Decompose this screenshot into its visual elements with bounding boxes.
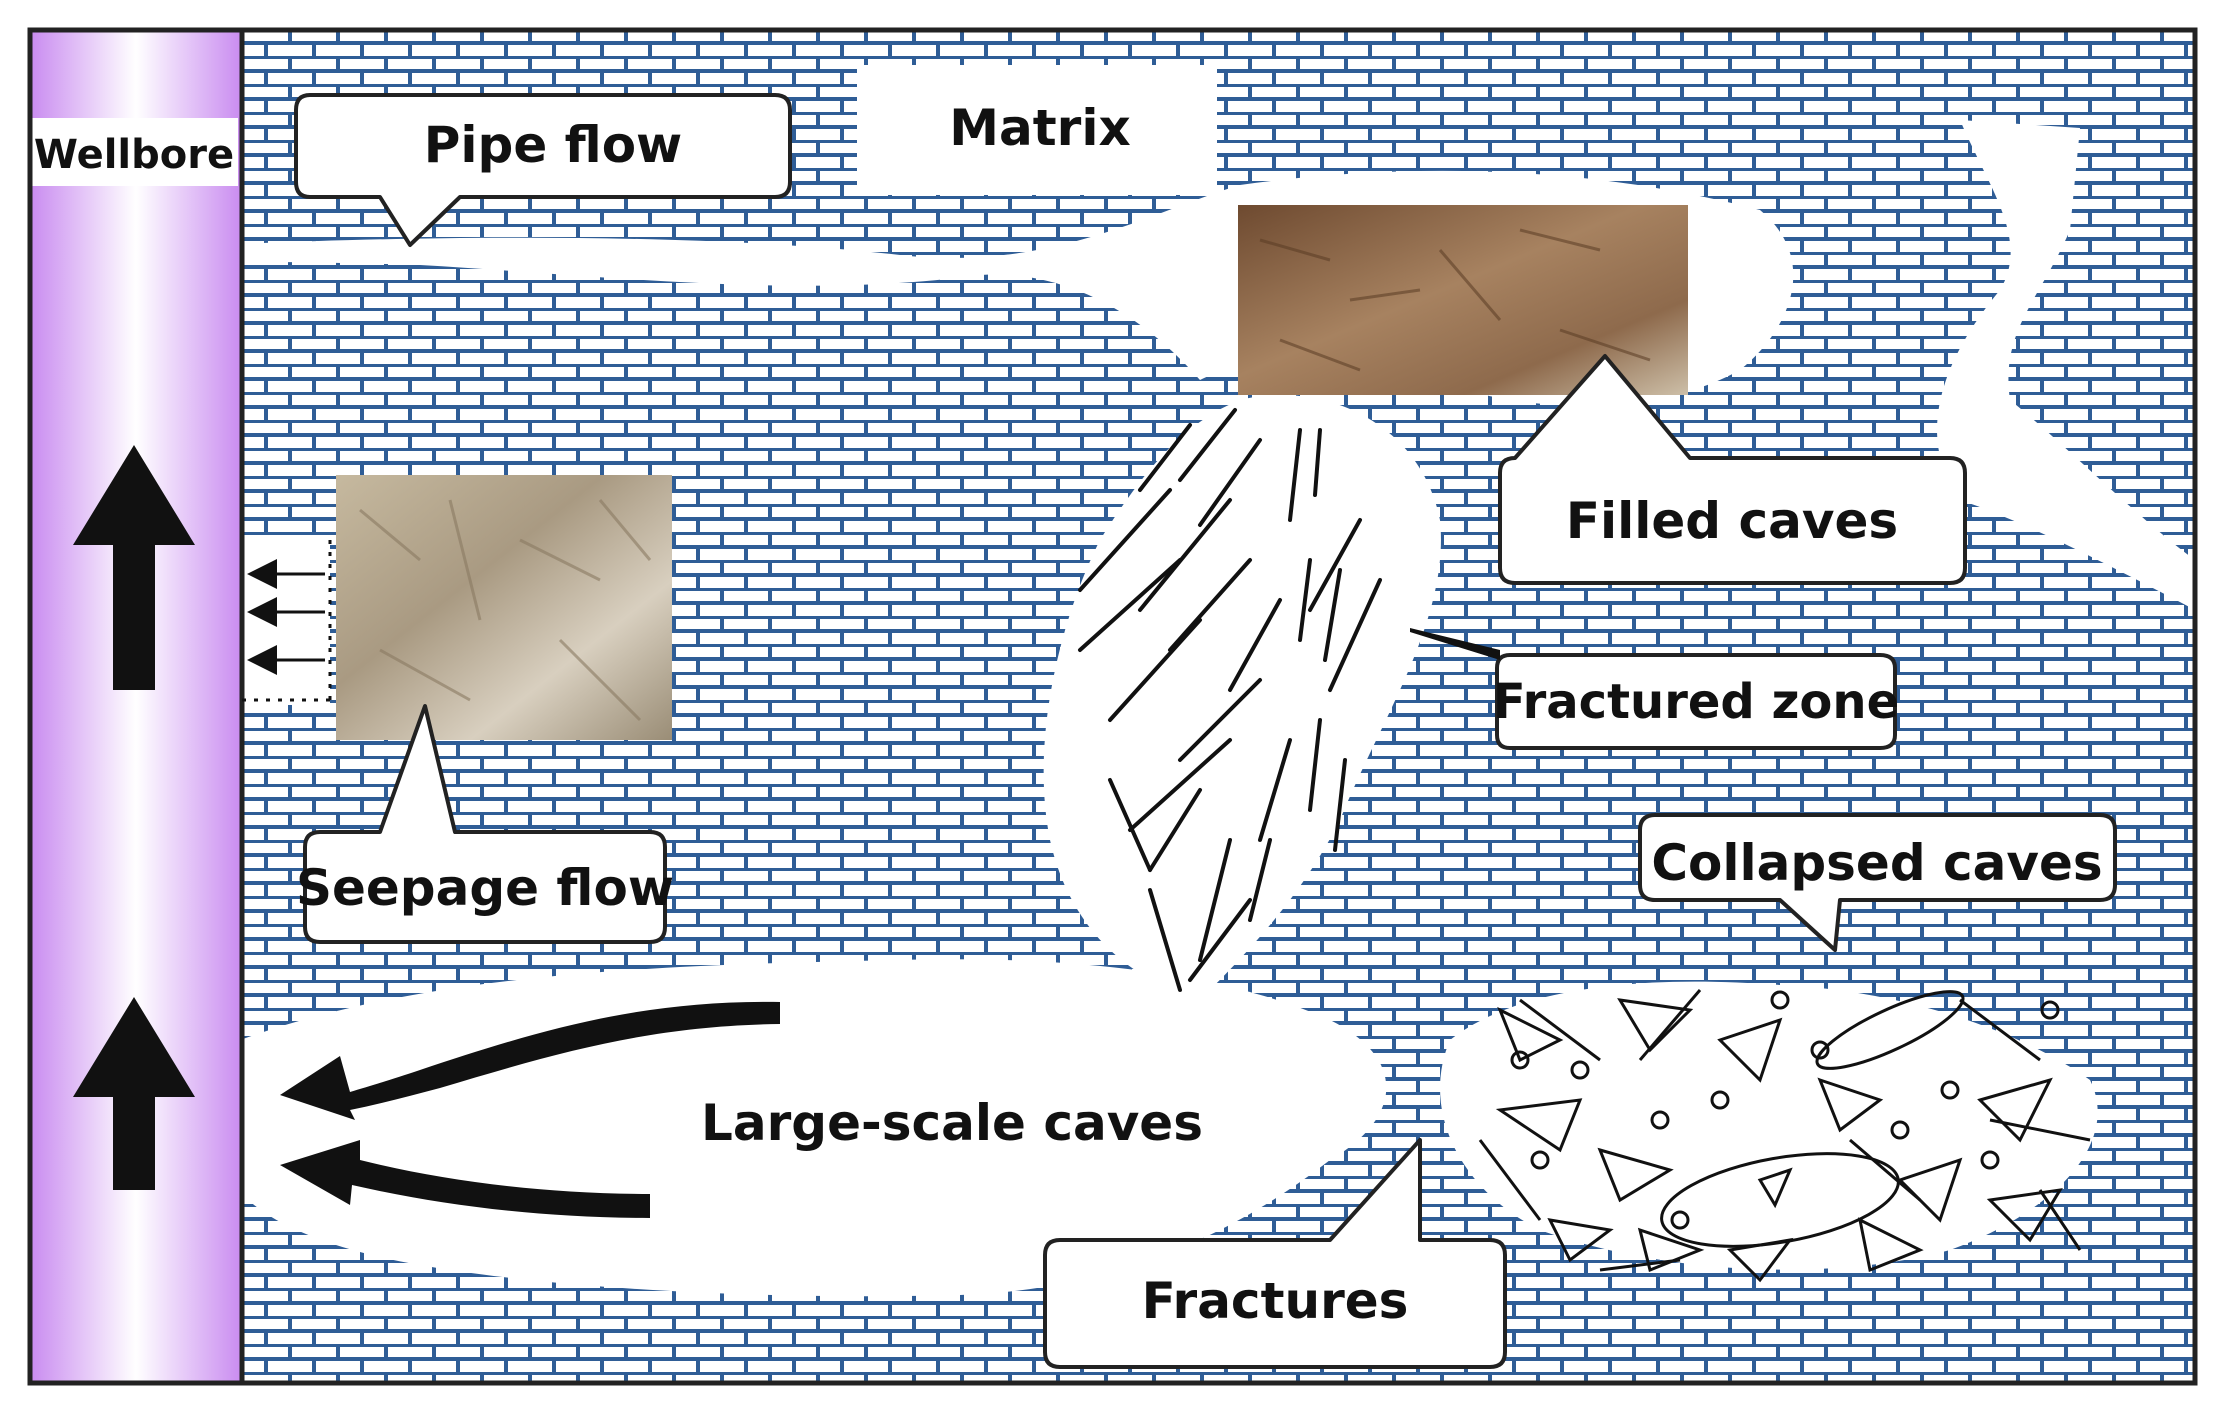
fractures-callout <box>1043 1138 1507 1369</box>
cave-flow-arrows <box>280 1001 780 1218</box>
seepage-arrows <box>242 540 332 702</box>
wellbore-up-arrow-top <box>73 445 195 690</box>
collapsed-caves-label: Collapsed caves <box>1651 834 2102 892</box>
wellbore-label-box <box>28 118 238 186</box>
wellbore-label: Wellbore <box>34 132 234 178</box>
collapsed-cave-area <box>1440 981 2098 1270</box>
right-branch-channel <box>1937 120 2195 610</box>
filled-caves-label: Filled caves <box>1566 492 1898 550</box>
filled-cave-photo-texture <box>1259 228 1651 372</box>
pipe-flow-callout <box>294 93 792 247</box>
collapsed-caves-callout <box>1638 813 2117 952</box>
seepage-zone <box>240 535 330 705</box>
wellbore-up-arrow-bottom <box>73 997 195 1190</box>
matrix-label-box <box>857 65 1217 195</box>
pipe-flow-label: Pipe flow <box>424 116 683 174</box>
seepage-flow-label: Seepage flow <box>296 859 674 917</box>
fracture-strokes <box>1078 408 1382 992</box>
fractured-zone-callout <box>1495 653 1897 750</box>
seepage-rock-photo-texture <box>359 499 652 722</box>
matrix-label: Matrix <box>949 99 1130 157</box>
large-scale-caves-label: Large-scale caves <box>701 1094 1203 1152</box>
fractures-label: Fractures <box>1142 1272 1409 1330</box>
filled-caves-callout <box>1498 354 1967 585</box>
filled-cave-photo <box>1238 205 1688 395</box>
cave-flow-arrow-lower <box>280 1140 650 1218</box>
fractured-zone-pointer <box>1410 628 1500 660</box>
callouts <box>294 93 2117 1369</box>
diagram-frame <box>27 27 2198 1386</box>
collapsed-breccia <box>1478 989 2091 1283</box>
seepage-flow-callout <box>303 704 667 944</box>
fractured-zone-label: Fractured zone <box>1493 674 1899 730</box>
cave-flow-arrow-upper <box>280 1001 780 1120</box>
